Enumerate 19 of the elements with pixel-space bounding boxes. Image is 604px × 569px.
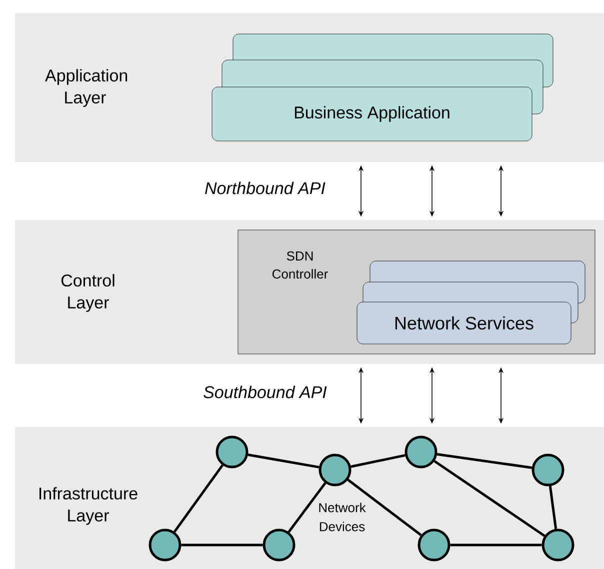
link-line [436, 453, 532, 469]
application-box: Business Application [212, 86, 532, 142]
link-line [434, 460, 546, 537]
link-line [181, 544, 263, 546]
service-box: Network Services [356, 302, 572, 344]
link-line [350, 454, 406, 468]
caption-label: Network Devices [319, 502, 366, 532]
device-circle [418, 528, 450, 562]
device-circle [262, 528, 296, 562]
device-circle [148, 528, 182, 562]
link-line [288, 482, 326, 533]
link-line [174, 464, 224, 533]
interface-label: Southbound API [204, 386, 327, 398]
interface-label: Northbound API [205, 182, 326, 194]
link-line [548, 486, 558, 530]
link-line [450, 544, 542, 546]
device-circle [542, 528, 574, 562]
link-line [248, 454, 320, 468]
link-line [347, 478, 422, 536]
